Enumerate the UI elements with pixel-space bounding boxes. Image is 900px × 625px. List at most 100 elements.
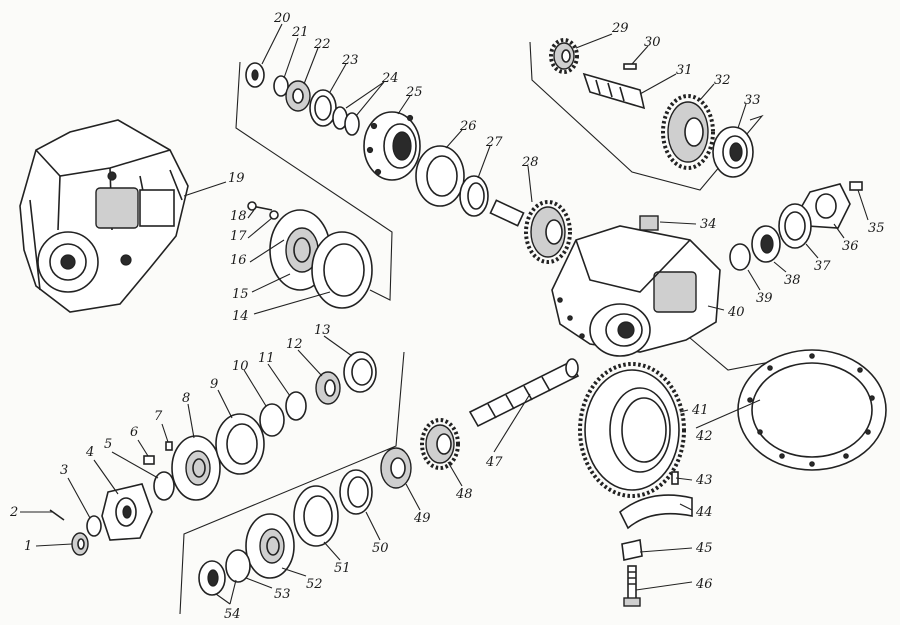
callout-43: 43 bbox=[695, 473, 713, 488]
callout-13: 13 bbox=[314, 323, 331, 338]
part-38-bearing bbox=[751, 225, 781, 263]
upper-right-group-bracket bbox=[529, 41, 764, 191]
callout-51: 51 bbox=[334, 561, 351, 576]
callout-24: 24 bbox=[381, 71, 399, 86]
callout-9: 9 bbox=[210, 377, 218, 392]
callout-29: 29 bbox=[611, 21, 629, 36]
part-40-main-housing bbox=[551, 225, 721, 357]
callout-35: 35 bbox=[868, 221, 885, 236]
part-39-ring bbox=[729, 243, 751, 271]
callout-46: 46 bbox=[695, 577, 713, 592]
callout-16: 16 bbox=[230, 253, 247, 268]
callout-50: 50 bbox=[372, 541, 389, 556]
callout-52: 52 bbox=[306, 577, 323, 592]
callout-32: 32 bbox=[714, 73, 731, 88]
part-51-gasket bbox=[293, 485, 339, 547]
part-3-washer bbox=[86, 515, 102, 537]
callout-28: 28 bbox=[521, 155, 539, 170]
part-35-bolt bbox=[849, 181, 863, 191]
part-25-bearing-housing bbox=[363, 111, 421, 181]
part-49-bearing bbox=[380, 447, 412, 489]
part-11-shim bbox=[285, 391, 307, 421]
part-52-housing bbox=[245, 513, 295, 579]
callout-44: 44 bbox=[695, 505, 713, 520]
callout-12: 12 bbox=[286, 337, 303, 352]
callout-47: 47 bbox=[485, 455, 503, 470]
part-31-shaft bbox=[582, 72, 646, 110]
top-shaft-group bbox=[245, 62, 572, 264]
part-27-bearing-ring bbox=[459, 175, 489, 217]
callout-21: 21 bbox=[291, 25, 309, 40]
part-13-cup bbox=[343, 351, 377, 393]
part-9-gasket bbox=[215, 413, 265, 475]
part-8-bearing-housing bbox=[171, 435, 221, 501]
part-32-bevel-gear bbox=[661, 94, 715, 170]
callout-30: 30 bbox=[644, 35, 661, 50]
part-24-shim-b bbox=[344, 112, 360, 136]
callout-38: 38 bbox=[784, 273, 801, 288]
callout-34: 34 bbox=[700, 217, 717, 232]
part-2-cotter-pin bbox=[49, 509, 65, 521]
upper-left-group-bracket bbox=[235, 61, 393, 301]
axle-shaft-group bbox=[198, 358, 580, 596]
part-17-washer bbox=[269, 210, 279, 220]
part-4-flange bbox=[101, 483, 153, 541]
part-28-drive-pinion bbox=[489, 199, 572, 264]
right-cover-group bbox=[551, 181, 863, 357]
callout-18: 18 bbox=[230, 209, 247, 224]
callout-26: 26 bbox=[459, 119, 477, 134]
part-45-lock-plate bbox=[621, 539, 643, 561]
callout-25: 25 bbox=[405, 85, 423, 100]
callout-labels: 1 2 3 4 5 6 7 8 9 10 11 12 13 14 15 16 1… bbox=[9, 11, 885, 622]
callout-27: 27 bbox=[485, 135, 503, 150]
callout-45: 45 bbox=[695, 541, 713, 556]
part-33-bearing bbox=[712, 126, 754, 178]
part-30-key bbox=[623, 63, 637, 70]
lower-left-group bbox=[49, 351, 377, 556]
part-21-washer bbox=[273, 75, 289, 97]
callout-11: 11 bbox=[258, 351, 275, 366]
leader-lines bbox=[20, 23, 869, 605]
callout-54: 54 bbox=[224, 607, 241, 622]
callout-36: 36 bbox=[842, 239, 859, 254]
part-5-seal bbox=[153, 471, 175, 501]
callout-19: 19 bbox=[228, 171, 245, 186]
lower-left-group-bracket bbox=[179, 351, 405, 615]
callout-4: 4 bbox=[85, 445, 94, 460]
part-29-bearing bbox=[549, 38, 579, 74]
pinion-group bbox=[549, 38, 754, 178]
callout-49: 49 bbox=[413, 511, 431, 526]
callout-23: 23 bbox=[341, 53, 359, 68]
callout-1: 1 bbox=[24, 539, 32, 554]
callout-10: 10 bbox=[232, 359, 249, 374]
callout-6: 6 bbox=[130, 425, 138, 440]
callout-3: 3 bbox=[60, 463, 68, 478]
callout-42: 42 bbox=[695, 429, 713, 444]
part-6-bolt bbox=[143, 455, 155, 465]
callout-31: 31 bbox=[676, 63, 693, 78]
callout-17: 17 bbox=[230, 229, 247, 244]
callout-40: 40 bbox=[727, 305, 745, 320]
callout-33: 33 bbox=[744, 93, 761, 108]
part-48-gear bbox=[420, 418, 460, 470]
callout-37: 37 bbox=[814, 259, 831, 274]
callout-22: 22 bbox=[313, 37, 331, 52]
callout-48: 48 bbox=[455, 487, 473, 502]
part-37-gasket bbox=[778, 203, 812, 249]
part-34-plug bbox=[639, 215, 659, 231]
callout-53: 53 bbox=[274, 587, 291, 602]
callout-7: 7 bbox=[154, 409, 163, 424]
part-41-ring-gear bbox=[578, 362, 686, 498]
part-46-bolt bbox=[623, 565, 641, 607]
flange-group bbox=[247, 201, 373, 309]
part-12-bearing bbox=[315, 371, 341, 405]
part-53-ring bbox=[225, 549, 251, 583]
part-1-nut bbox=[71, 532, 89, 556]
part-10-ring bbox=[259, 403, 285, 437]
callout-14: 14 bbox=[232, 309, 249, 324]
callout-2: 2 bbox=[9, 505, 18, 520]
callout-15: 15 bbox=[232, 287, 249, 302]
callout-5: 5 bbox=[104, 437, 112, 452]
